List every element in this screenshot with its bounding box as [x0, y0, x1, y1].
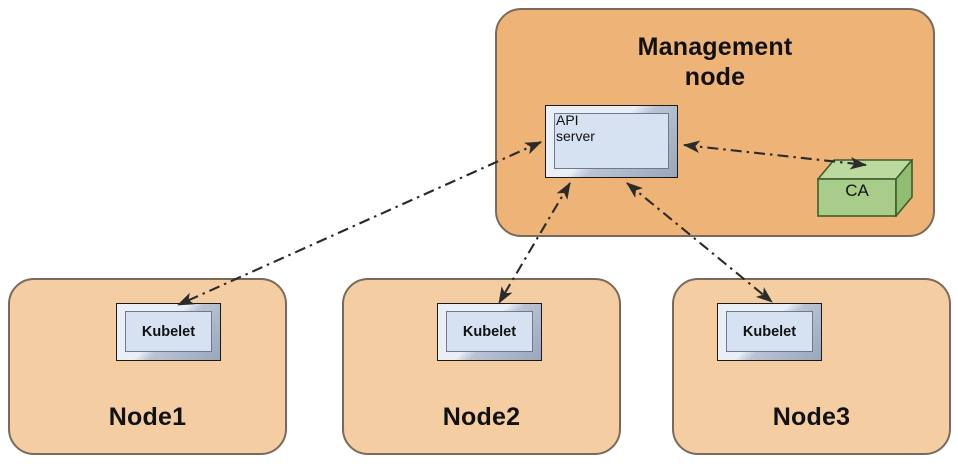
api-server-box[interactable]: API server [545, 105, 678, 178]
worker-node-group-node1: Node1 [8, 278, 287, 455]
kubelet2-label: Kubelet [462, 324, 517, 340]
node2-label: Node2 [442, 403, 521, 431]
kubelet3-inner-face [726, 311, 813, 352]
kubelet-box-node2[interactable]: Kubelet [437, 303, 542, 361]
kubelet-box-node3[interactable]: Kubelet [717, 303, 822, 361]
ca-cuboid-icon [816, 157, 914, 219]
api-server-inner-face [554, 113, 669, 169]
kubelet1-label: Kubelet [141, 324, 196, 340]
node3-label: Node3 [772, 403, 851, 431]
api-server-label: API server [556, 112, 595, 144]
kubelet3-label: Kubelet [742, 324, 797, 340]
kubelet2-inner-face [446, 311, 533, 352]
ca-box[interactable]: CA [816, 157, 914, 219]
node1-label: Node1 [108, 403, 187, 431]
kubelet1-inner-face [125, 311, 212, 352]
kubelet-box-node1[interactable]: Kubelet [116, 303, 221, 361]
management-node-label: Management node [637, 33, 793, 91]
